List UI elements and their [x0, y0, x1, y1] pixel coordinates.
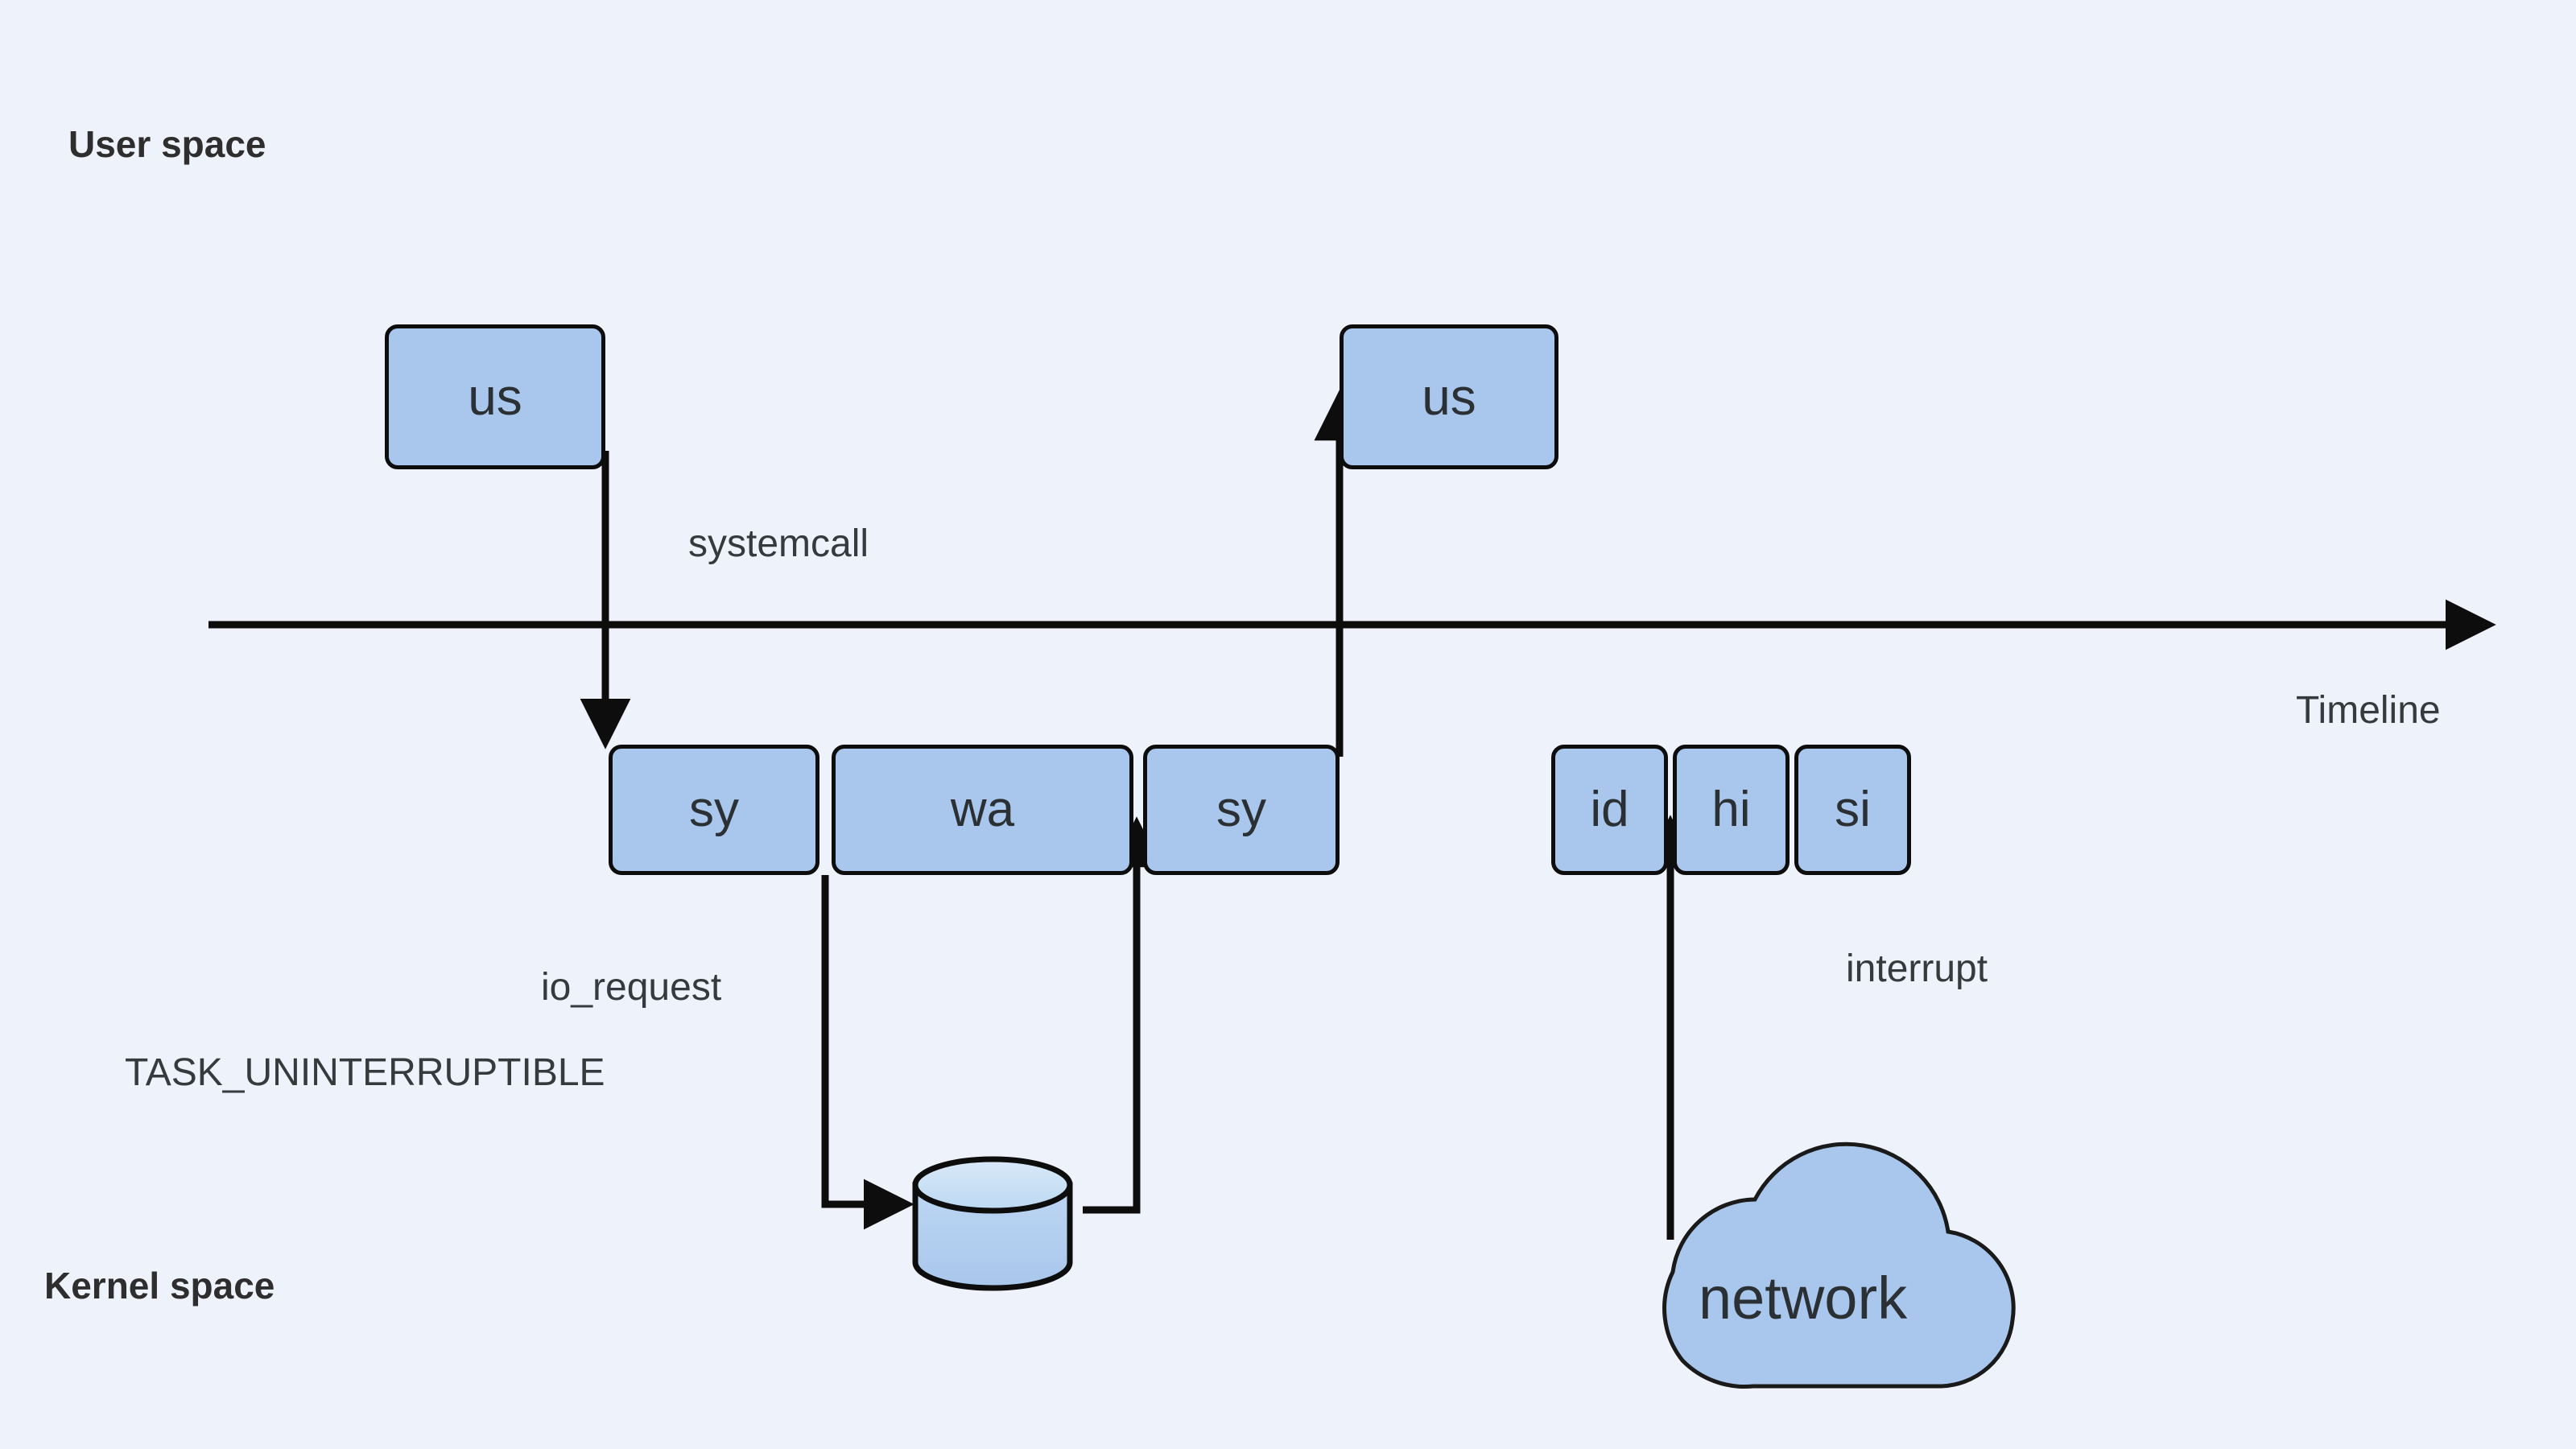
label-timeline: Timeline [2296, 689, 2441, 732]
node-us-right-label: us [1422, 368, 1476, 426]
node-us-left-label: us [468, 368, 522, 426]
node-id-label: id [1590, 782, 1629, 837]
network-cloud-icon [1662, 1141, 2016, 1389]
node-us-left[interactable]: us [385, 324, 605, 469]
edge-io-complete [1083, 816, 1162, 1214]
user-space-heading: User space [68, 123, 266, 165]
node-sy-2[interactable]: sy [1143, 745, 1340, 875]
label-io-request: io_request [541, 966, 722, 1009]
node-id[interactable]: id [1551, 745, 1668, 875]
database-cylinder-icon [912, 1156, 1073, 1291]
node-si-label: si [1835, 782, 1871, 837]
edge-io-request [821, 875, 914, 1230]
node-si[interactable]: si [1794, 745, 1911, 875]
node-us-right[interactable]: us [1340, 324, 1558, 469]
node-sy-2-label: sy [1216, 782, 1266, 837]
node-sy-1-label: sy [689, 782, 739, 837]
kernel-space-heading: Kernel space [44, 1265, 275, 1307]
label-systemcall: systemcall [688, 522, 869, 565]
node-wa[interactable]: wa [832, 745, 1133, 875]
node-sy-1[interactable]: sy [609, 745, 819, 875]
node-hi[interactable]: hi [1673, 745, 1790, 875]
label-task-uninterruptible: TASK_UNINTERRUPTIBLE [125, 1051, 605, 1094]
label-interrupt: interrupt [1846, 947, 1988, 990]
node-wa-label: wa [950, 782, 1015, 837]
node-hi-label: hi [1711, 782, 1751, 837]
